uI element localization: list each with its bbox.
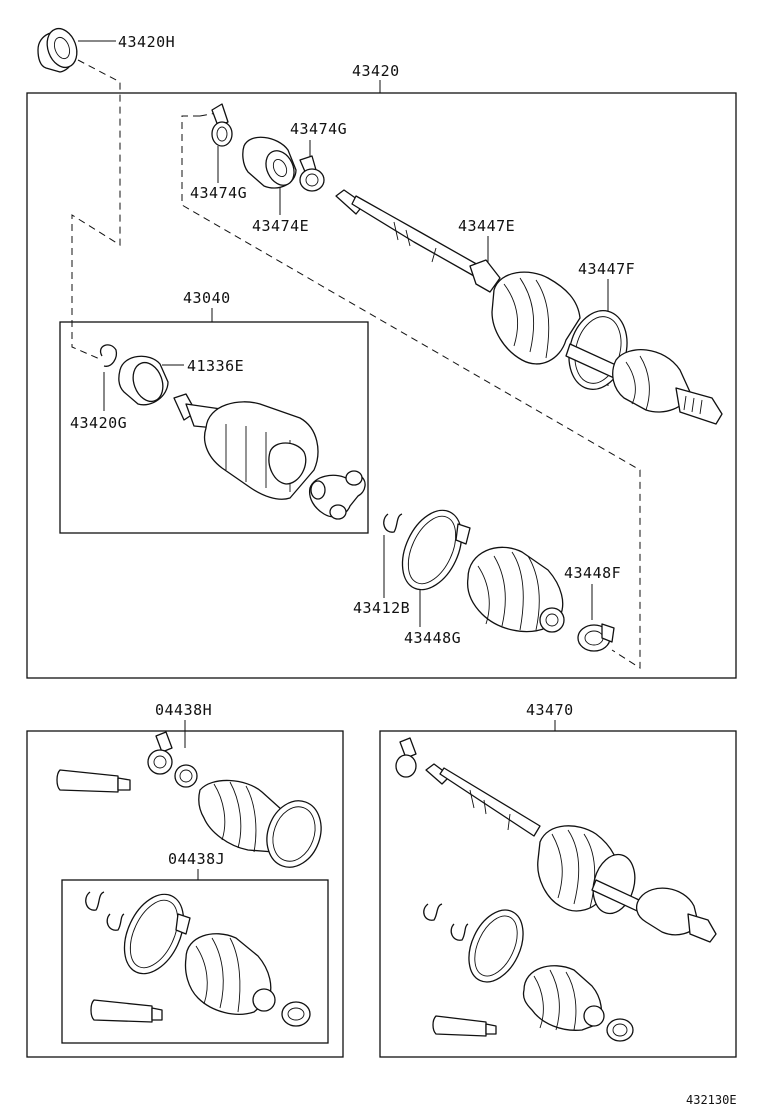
label-43470: 43470 bbox=[526, 701, 574, 719]
label-43420G: 43420G bbox=[70, 414, 127, 432]
label-43474G-top: 43474G bbox=[290, 120, 347, 138]
seal-41336E bbox=[118, 355, 169, 406]
clamp-04438J bbox=[281, 1001, 311, 1027]
label-43474G-left: 43474G bbox=[190, 184, 247, 202]
snap-ring-43470-a bbox=[423, 903, 443, 921]
clamp-04438H-a bbox=[147, 731, 173, 775]
drive-shaft-43420 bbox=[335, 189, 723, 425]
grease-tube-04438H bbox=[56, 769, 131, 793]
snap-ring-43420G bbox=[99, 344, 118, 367]
clamp-43470 bbox=[395, 737, 417, 778]
label-43420: 43420 bbox=[352, 62, 400, 80]
label-04438J: 04438J bbox=[168, 850, 225, 868]
label-43474E: 43474E bbox=[252, 217, 309, 235]
clamp-43448F bbox=[577, 623, 615, 652]
dashed-link-43420H bbox=[71, 59, 121, 361]
clamp-43470-b bbox=[606, 1018, 634, 1042]
frame-43420 bbox=[26, 92, 737, 679]
damper-43474E bbox=[242, 136, 297, 189]
grease-tube-43470 bbox=[432, 1015, 497, 1037]
inner-joint-43040 bbox=[173, 393, 319, 500]
snap-ring-04438J-b bbox=[106, 913, 125, 931]
clamp-43474G-left bbox=[211, 103, 233, 147]
oil-seal-43420H bbox=[37, 27, 78, 73]
label-43412B: 43412B bbox=[353, 599, 410, 617]
snap-ring-43412B bbox=[383, 513, 403, 533]
drive-shaft-43470 bbox=[425, 763, 717, 943]
tripod-joint bbox=[308, 470, 366, 520]
label-43447E: 43447E bbox=[458, 217, 515, 235]
figure-code: 432130E bbox=[686, 1093, 737, 1107]
frame-43470 bbox=[379, 730, 737, 1058]
dashed-outline-shaft bbox=[181, 115, 641, 669]
label-04438H: 04438H bbox=[155, 701, 212, 719]
label-43448F: 43448F bbox=[564, 564, 621, 582]
grease-tube-04438J bbox=[90, 999, 163, 1023]
label-41336E: 41336E bbox=[187, 357, 244, 375]
snap-ring-43470-b bbox=[450, 923, 469, 941]
label-43040: 43040 bbox=[183, 289, 231, 307]
boot-04438J bbox=[184, 933, 276, 1015]
frame-04438J bbox=[61, 879, 329, 1044]
boot-43470 bbox=[522, 965, 605, 1031]
clamp-04438H-b bbox=[174, 764, 198, 788]
snap-ring-04438J-a bbox=[85, 891, 105, 911]
band-04438H bbox=[266, 800, 322, 868]
band-04438J bbox=[123, 893, 191, 975]
label-43447F: 43447F bbox=[578, 260, 635, 278]
label-43420H: 43420H bbox=[118, 33, 175, 51]
clamp-43474G-right bbox=[299, 155, 325, 192]
boot-43448G bbox=[466, 546, 565, 633]
frame-43040 bbox=[59, 321, 369, 534]
band-43470 bbox=[468, 909, 524, 983]
label-43448G: 43448G bbox=[404, 629, 461, 647]
band-43448G bbox=[401, 509, 471, 591]
